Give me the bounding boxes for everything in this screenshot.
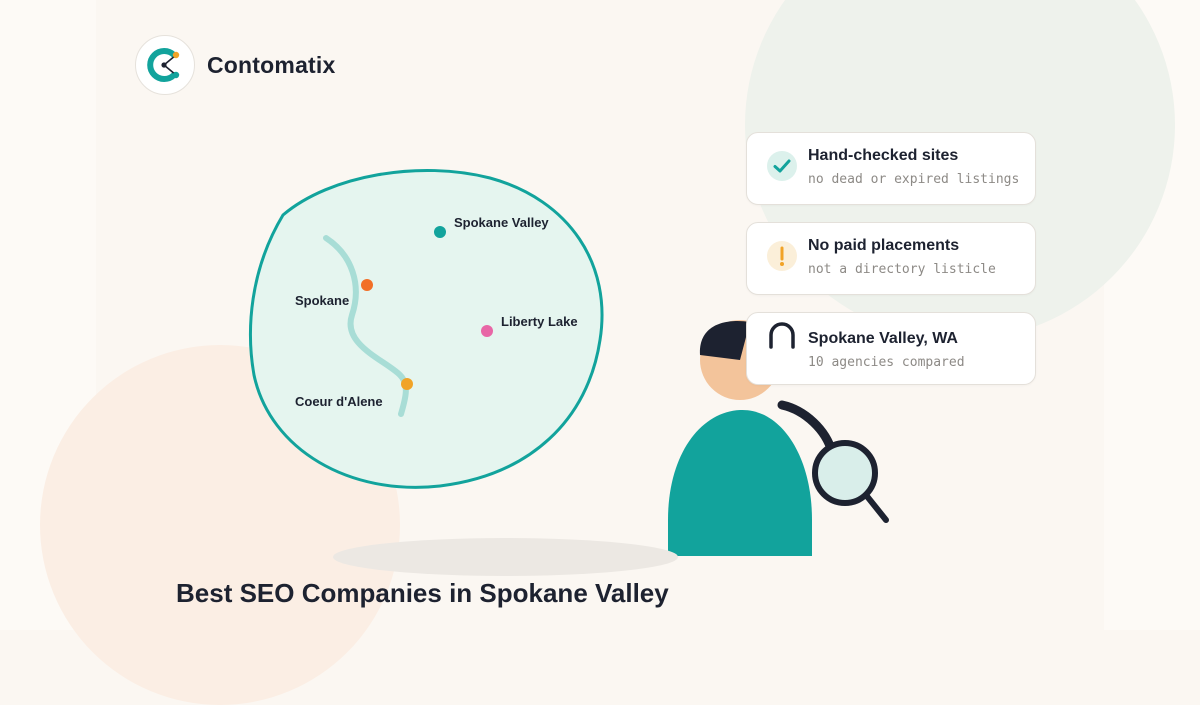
c-network-logo-icon	[135, 35, 195, 95]
place-marker-coeur-dalene	[401, 378, 413, 390]
feature-card-no-paid: No paid placements not a directory listi…	[746, 222, 1036, 295]
card-title: Spokane Valley, WA	[808, 330, 958, 347]
check-icon	[767, 151, 797, 181]
place-label: Liberty Lake	[501, 314, 578, 329]
place-label: Spokane	[295, 293, 350, 308]
feature-card-location: Spokane Valley, WA 10 agencies compared	[746, 312, 1036, 385]
place-label: Coeur d'Alene	[295, 394, 383, 409]
brand-name: Contomatix	[207, 51, 336, 78]
ground-shadow	[333, 538, 678, 576]
exclamation-icon	[767, 241, 797, 271]
feature-card-hand-checked: Hand-checked sites no dead or expired li…	[746, 132, 1036, 205]
card-subtitle: no dead or expired listings	[808, 172, 1020, 187]
card-title: Hand-checked sites	[808, 147, 959, 164]
place-label: Spokane Valley	[454, 215, 549, 230]
magnifying-glass-icon	[812, 440, 889, 523]
place-marker-spokane	[361, 279, 373, 291]
place-marker-spokane-valley	[434, 226, 446, 238]
card-subtitle: not a directory listicle	[808, 262, 996, 277]
card-subtitle: 10 agencies compared	[808, 355, 965, 370]
page-title: Best SEO Companies in Spokane Valley	[176, 578, 669, 608]
card-title: No paid placements	[808, 237, 960, 254]
place-marker-liberty-lake	[481, 325, 493, 337]
brand-logo[interactable]: Contomatix	[135, 35, 336, 95]
location-arch-icon	[769, 322, 795, 349]
